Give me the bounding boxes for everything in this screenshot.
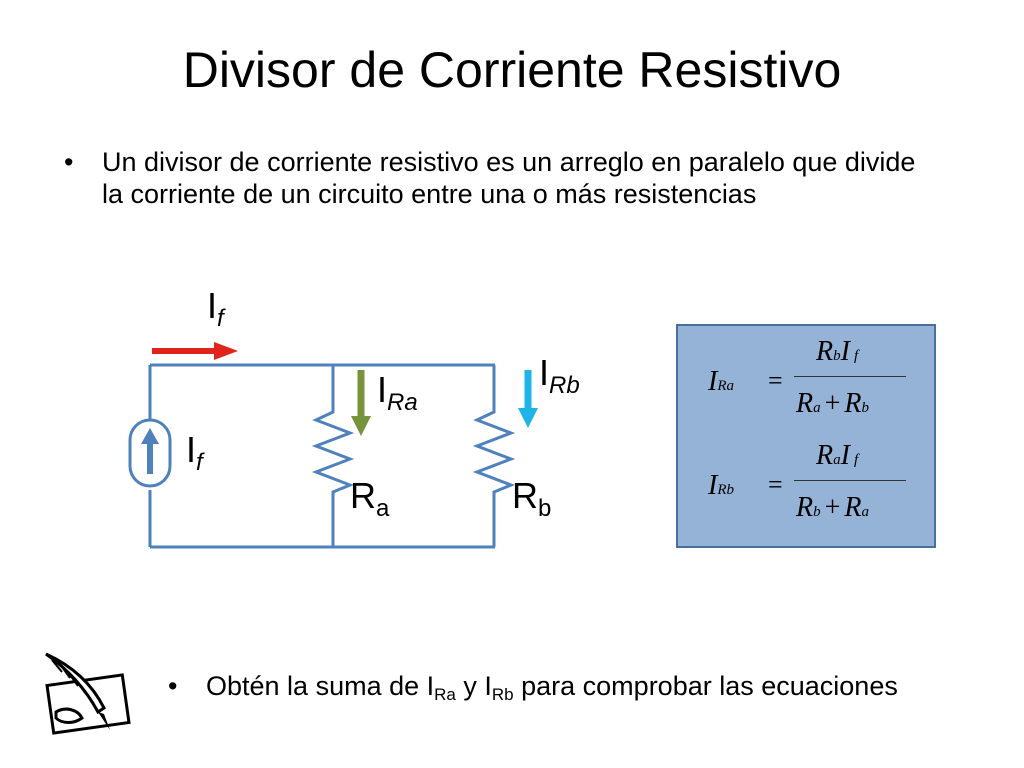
label-if-top-sub: f [217,305,224,332]
label-rb-main: R [512,475,538,516]
eq2-num-r: R [816,440,834,471]
eq2-lhs: IRb [708,472,734,500]
label-ira-main: I [377,369,388,410]
label-ira-sub: Ra [387,389,418,416]
eq1-equals: = [768,366,783,395]
exercise-sub-rb: Rb [491,685,514,704]
eq2-den-r2: R [844,492,862,523]
exercise-part3: para comprobar las ecuaciones [513,671,898,701]
eq2-plus: + [824,492,841,523]
label-rb: Rb [512,478,551,521]
resistor-rb [472,365,516,547]
ira-arrow-icon [351,370,371,436]
eq1-lhs-sub: Ra [717,378,734,394]
label-ra-sub: a [376,495,390,522]
circuit-wires [148,363,516,549]
exercise-part2: y I [455,671,492,701]
label-irb-sub: Rb [549,372,580,399]
resistor-ra [311,365,355,547]
label-if-source: If [186,432,203,475]
eq1-denominator: Ra + Rb [796,390,869,418]
eq1-den-r2-sub: b [861,400,870,416]
slide-title: Divisor de Corriente Resistivo [182,42,842,98]
bullet-definition: • Un divisor de corriente resistivo es u… [64,146,932,211]
bullet-dot: • [64,147,74,177]
quill-pen-icon [45,652,131,735]
bullet-definition-text: Un divisor de corriente resistivo es un … [102,147,916,210]
eq2-den-r2-sub: a [861,504,870,520]
eq1-lhs: IRa [708,368,734,396]
eq2-denominator: Rb + Ra [796,494,869,522]
eq1-num-r-sub: b [833,348,841,364]
eq1-plus: + [824,388,841,419]
label-ra: Ra [350,478,389,521]
eq1-num-i-sub: f [853,348,859,364]
label-irb-main: I [539,352,550,393]
label-ira: IRa [377,372,418,415]
bullet-exercise-text: Obtén la suma de IRa y IRb para comproba… [206,671,898,704]
label-ra-main: R [350,475,376,516]
if-arrow-icon [152,342,238,360]
exercise-part1: Obtén la suma de I [206,671,435,701]
label-irb: IRb [539,355,580,398]
label-if-source-sub: f [196,449,203,476]
eq1-den-r2: R [844,388,862,419]
eq1-num-r: R [816,336,834,367]
exercise-sub-ra: Ra [434,685,456,704]
eq2-fraction-line [794,480,906,481]
label-if-top-main: I [207,285,218,326]
eq2-den-r1-sub: b [813,504,821,520]
label-if-source-main: I [186,429,197,470]
eq1-fraction-line [794,376,906,377]
irb-arrow-icon [518,370,538,428]
eq2-num-r-sub: a [833,452,841,468]
eq2-lhs-sub: Rb [717,482,734,498]
eq1-num-i: I [840,336,850,367]
eq1-den-r1-sub: a [813,400,821,416]
eq2-den-r1: R [796,492,814,523]
label-rb-sub: b [538,495,552,522]
eq2-equals: = [768,470,783,499]
eq1-lhs-main: I [708,366,718,397]
source-arrow-icon [141,428,159,474]
bullet-dot: • [168,671,178,701]
eq2-num-i-sub: f [853,452,859,468]
eq1-den-r1: R [796,388,814,419]
eq2-num-i: I [840,440,850,471]
bullet-exercise: • Obtén la suma de IRa y IRb para compro… [168,670,976,705]
eq2-lhs-main: I [708,470,718,501]
label-if-top: If [207,288,224,331]
